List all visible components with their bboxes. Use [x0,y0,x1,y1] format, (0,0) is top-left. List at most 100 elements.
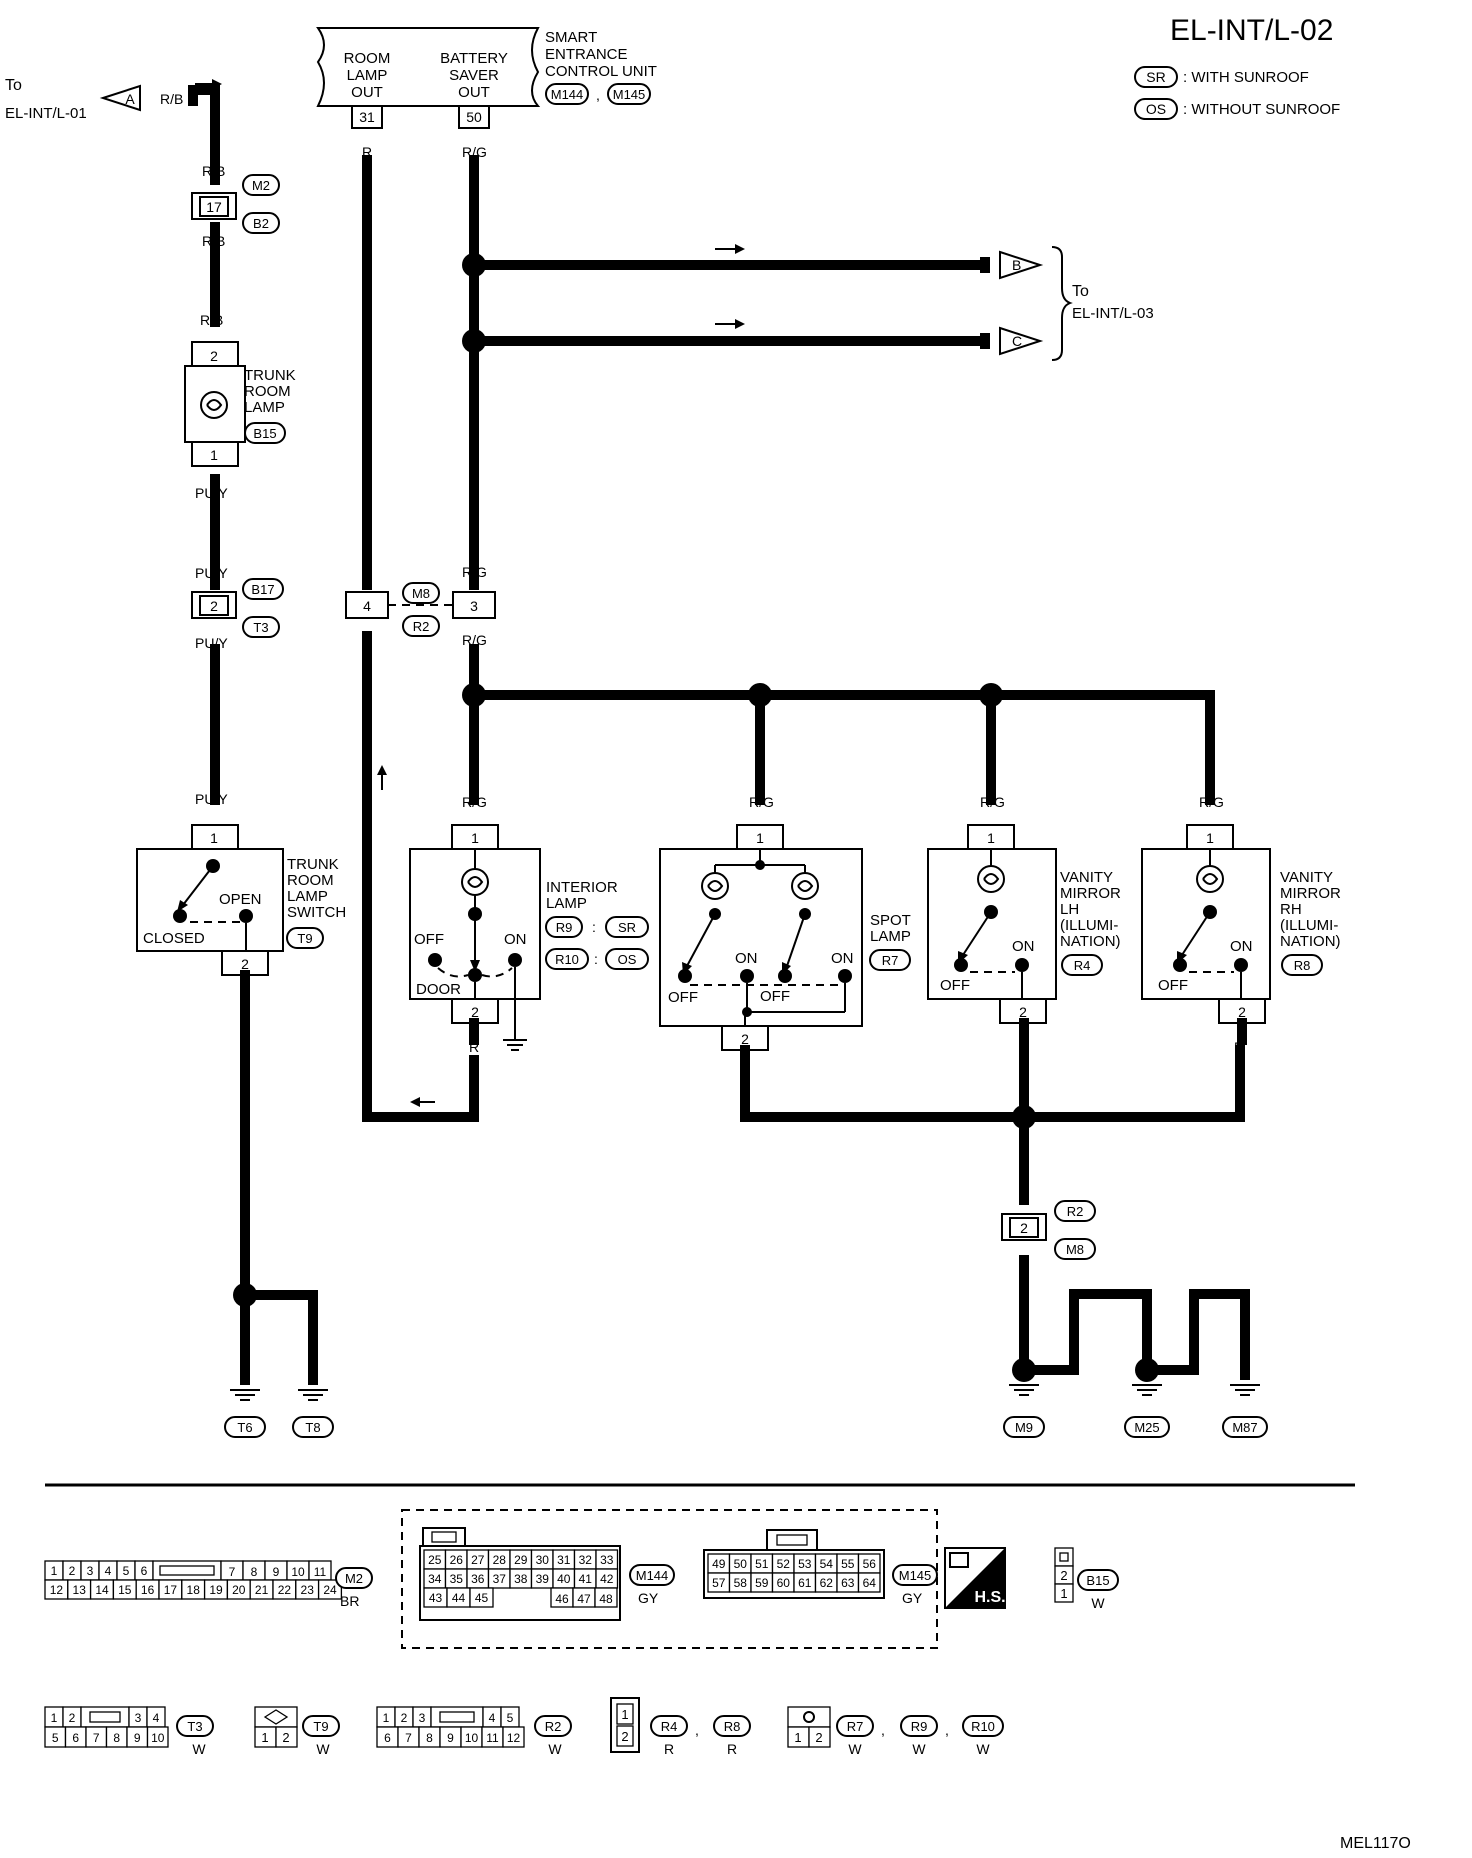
vlh-name-1: VANITY [1060,869,1113,886]
pin: 1 [261,1730,268,1745]
pin: 48 [599,1592,613,1606]
pin: 13 [73,1583,87,1597]
joint-r2-m8: 2 R2 M8 [1001,1200,1096,1260]
spot-on-1: ON [735,950,758,967]
vrh-name-2: MIRROR [1280,885,1341,902]
conn-m8-bottom: M8 [1066,1242,1084,1257]
ecu-name-3: CONTROL UNIT [545,63,657,80]
conn-r2: R2 [413,619,430,634]
pin: 26 [450,1553,464,1567]
vrh-pin-top: 1 [1206,830,1214,846]
wire-label: PU/Y [195,635,228,651]
to-label-01: To [5,77,22,94]
pin: 1 [794,1730,801,1745]
switch-closed: CLOSED [143,930,205,947]
view-m144-conn: M144 [636,1568,669,1583]
pin: 11 [486,1731,499,1745]
pin: 9 [134,1731,141,1745]
ref-01-label: EL-INT/L-01 [5,105,87,122]
pin31-label-1: ROOM [344,50,391,67]
pin: 63 [841,1576,855,1590]
spot-name-1: SPOT [870,912,911,929]
vrh-name-5: NATION) [1280,933,1341,950]
pin: 8 [113,1731,120,1745]
view-b15-color: W [1091,1595,1105,1611]
vlh-name-3: LH [1060,901,1079,918]
pin: 1 [1060,1586,1067,1601]
wire-label: B [1019,1181,1028,1197]
view-r4-r8: 1 2 R4 , R8 R R [610,1697,751,1757]
pin: 31 [557,1553,571,1567]
interior-on: ON [504,931,527,948]
wire-label: B [1019,1315,1028,1331]
pin: 4 [489,1711,496,1725]
wire-label: B [1069,1315,1078,1331]
view-t9-conn: T9 [313,1719,328,1734]
pin: 3 [419,1711,426,1725]
wires [210,155,1250,1385]
wire-label: B [1142,1315,1151,1331]
wire-label: B [1019,1255,1028,1271]
view-r2-color: W [548,1741,562,1757]
interior-pin-top: 1 [471,830,479,846]
wire-label: R/B [202,163,225,179]
pin: 15 [118,1583,132,1597]
wire-label: B [1189,1315,1198,1331]
conn-b17: B17 [251,582,274,597]
view-m2-color: BR [340,1593,359,1609]
pin: 7 [229,1565,236,1579]
wire-label: R/G [462,794,487,810]
pin50-label-1: BATTERY [440,50,508,67]
pin: 58 [734,1576,748,1590]
switch-pin-bottom: 2 [241,956,249,972]
pin: 62 [820,1576,834,1590]
ecu-conn-m144: M144 [551,87,584,102]
view-r9-color: W [912,1741,926,1757]
pin: 46 [555,1592,569,1606]
pin: 43 [429,1591,443,1605]
pin: 10 [465,1731,479,1745]
pin: 9 [447,1731,454,1745]
pin: 12 [50,1583,64,1597]
conn-r9: R9 [556,920,573,935]
smart-entrance-control-unit: ROOM LAMP OUT BATTERY SAVER OUT SMART EN… [316,27,657,129]
wire-label: PU/Y [195,485,228,501]
pin: 2 [1060,1568,1067,1583]
wire-label: R [362,564,372,580]
view-r8-conn: R8 [724,1719,741,1734]
legend: SR : WITH SUNROOF OS : WITHOUT SUNROOF [1134,66,1340,120]
interior-lamp: 1 OFF ON DOOR 2 INTERIOR LAMP R9 : SR R1… [409,824,649,1051]
lamp-name-2: ROOM [244,383,291,400]
connector-c-label: C [1012,333,1022,349]
pin: 41 [579,1572,593,1586]
pin: 38 [514,1572,528,1586]
legend-tag-sr: SR [1146,69,1165,85]
pin: 36 [471,1572,485,1586]
switch-name-2: ROOM [287,872,334,889]
view-t9: 1 2 T9 W [254,1706,340,1757]
pin: 32 [579,1553,593,1567]
pin: 2 [401,1711,408,1725]
spot-off-1: OFF [668,989,698,1006]
pin: 6 [72,1731,79,1745]
trunk-room-lamp: 2 1 TRUNK ROOM LAMP B15 [184,341,296,467]
legend-tag-os: OS [1146,101,1166,117]
wire-label: R [362,144,372,160]
wire-label: B [1240,1315,1249,1331]
lamp-name-3: LAMP [244,399,285,416]
to-label-03: To [1072,283,1089,300]
pin: 5 [123,1564,130,1578]
pin: 42 [600,1572,614,1586]
view-r7-color: W [848,1741,862,1757]
pin: 2 [621,1729,628,1744]
wire-label: R/G [980,794,1005,810]
view-m144-color: GY [638,1590,659,1606]
ecu-name-1: SMART [545,29,597,46]
pin31-label-3: OUT [351,84,383,101]
pin: 52 [777,1557,791,1571]
conn-r4: R4 [1074,958,1091,973]
